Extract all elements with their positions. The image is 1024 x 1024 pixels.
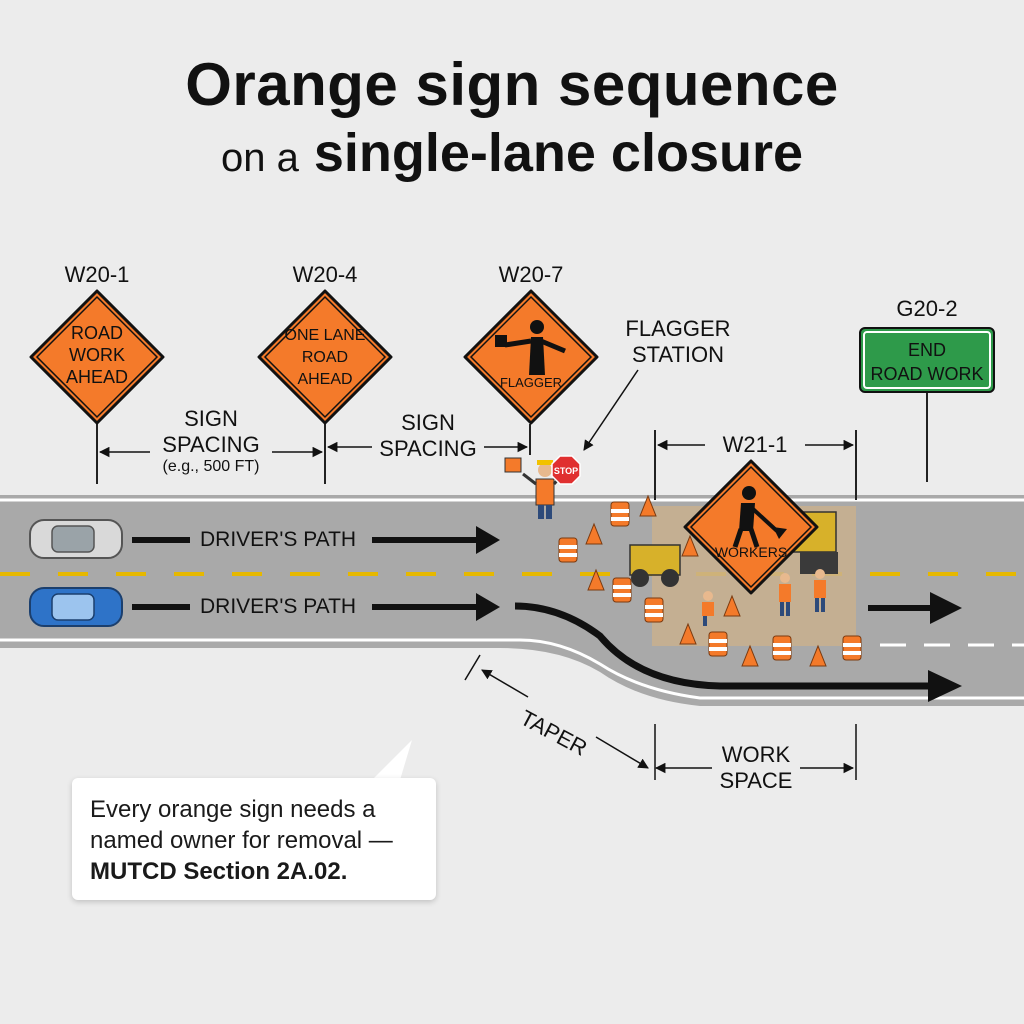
title-main: single-lane closure xyxy=(313,123,804,183)
title-line-1: Orange sign sequence xyxy=(185,51,839,118)
sign-w20-4-text: AHEAD xyxy=(297,371,352,388)
cone-icon xyxy=(809,644,827,667)
sign-code-g20-2: G20-2 xyxy=(896,296,958,321)
sign-spacing-example: (e.g., 500 FT) xyxy=(162,458,260,475)
flagger-symbol-icon xyxy=(495,320,566,375)
drum-icon xyxy=(772,635,792,661)
sign-code-w21-1: W21-1 xyxy=(722,432,788,457)
cone-icon xyxy=(723,594,741,617)
drum-icon xyxy=(644,597,664,623)
note-callout: Every orange sign needs a named owner fo… xyxy=(72,778,436,900)
sign-g20-2: END ROAD WORK xyxy=(859,327,995,393)
work-space-label: WORK SPACE xyxy=(719,742,793,793)
callout-tail xyxy=(372,740,412,780)
svg-text:STOP: STOP xyxy=(554,466,578,476)
drivers-path-label-1: DRIVER'S PATH xyxy=(200,528,357,551)
car-gray xyxy=(29,519,123,559)
sign-code-w20-4: W20-4 xyxy=(292,262,358,287)
sign-code-w20-7: W20-7 xyxy=(498,262,564,287)
sign-spacing-label-2: SIGN SPACING xyxy=(379,410,477,461)
cone-icon xyxy=(681,534,699,557)
sign-w20-4: ONE LANE ROAD AHEAD xyxy=(257,289,393,425)
sign-w20-7-text: FLAGGER xyxy=(500,375,562,390)
worker-icons xyxy=(702,569,826,626)
dimension-lines xyxy=(98,369,857,780)
note-line-1: Every orange sign needs a xyxy=(90,796,376,823)
cone-icon xyxy=(679,622,697,645)
title-line-2: on a single-lane closure xyxy=(0,122,1024,184)
sign-w20-1-text: ROAD xyxy=(71,323,123,343)
drum-icon xyxy=(558,537,578,563)
sign-w21-1: WORKERS xyxy=(683,459,819,595)
note-line-3: MUTCD Section 2A.02. xyxy=(90,858,348,885)
sign-spacing-label-1: SIGN SPACING (e.g., 500 FT) xyxy=(150,406,272,476)
drivers-path-label-2: DRIVER'S PATH xyxy=(200,595,357,618)
sign-w20-4-text: ONE LANE xyxy=(285,327,366,344)
car-blue xyxy=(29,587,123,627)
cone-icon xyxy=(741,644,759,667)
cone-icon xyxy=(639,494,657,517)
drum-icon xyxy=(708,631,728,657)
sign-w20-1-text: WORK xyxy=(69,345,125,365)
sign-w20-4-text: ROAD xyxy=(302,349,348,366)
cone-icon xyxy=(587,568,605,591)
note-line-2: named owner for removal — xyxy=(90,827,393,854)
drum-icon xyxy=(610,501,630,527)
flagger-person-icon xyxy=(504,457,567,519)
sign-w21-1-text: WORKERS xyxy=(715,544,787,560)
svg-text:ROAD WORK: ROAD WORK xyxy=(870,364,983,384)
sign-posts xyxy=(96,392,928,500)
sign-code-w20-1: W20-1 xyxy=(64,262,130,287)
stop-paddle-icon: STOP xyxy=(551,455,581,485)
drum-icon xyxy=(842,635,862,661)
worker-symbol-icon xyxy=(732,486,787,548)
sign-w20-1-text: AHEAD xyxy=(66,367,128,387)
sign-w20-7: FLAGGER xyxy=(463,289,599,425)
traffic-cones xyxy=(558,494,862,667)
flagger-station-label: FLAGGER STATION xyxy=(625,316,731,367)
svg-text:END: END xyxy=(908,340,946,360)
drivers-path-arrows xyxy=(132,526,962,702)
drum-icon xyxy=(612,577,632,603)
cone-icon xyxy=(585,522,603,545)
title-prefix: on a xyxy=(220,136,299,180)
